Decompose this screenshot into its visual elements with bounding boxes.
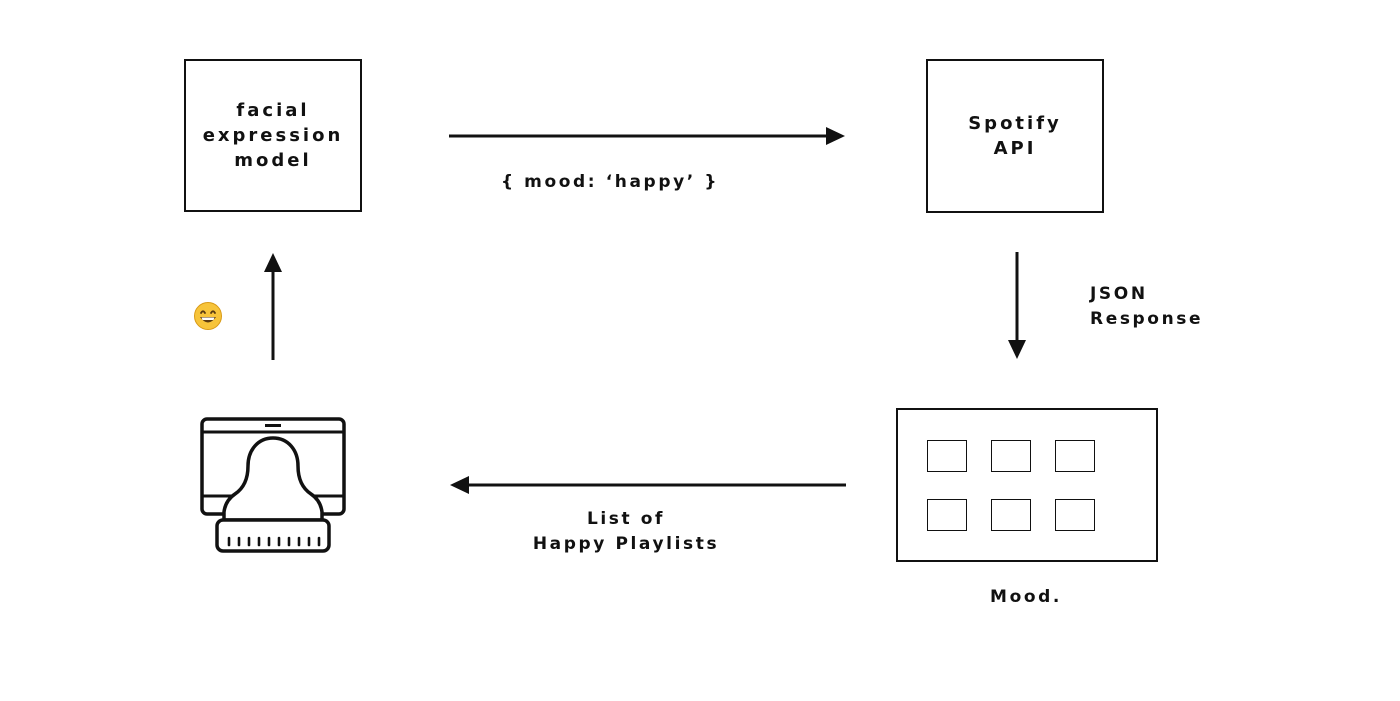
spotify-api-label: Spotify API (968, 113, 1062, 159)
facial-expression-model-box: facial expression model (184, 59, 362, 212)
app-tile (1055, 499, 1095, 531)
app-tile (991, 440, 1031, 472)
arrow-user-to-model (264, 253, 282, 360)
user-at-computer-icon (200, 417, 346, 553)
app-tile (927, 440, 967, 472)
spotify-api-box: Spotify API (926, 59, 1104, 213)
app-tile (1055, 440, 1095, 472)
grinning-face-emoji-icon (194, 302, 222, 330)
app-tile (991, 499, 1031, 531)
arrow-app-to-user (450, 476, 846, 494)
facial-expression-model-label: facial expression model (202, 100, 344, 171)
mood-payload-label: { mood: ‘happy’ } (500, 172, 720, 192)
json-response-label: JSON Response (1090, 284, 1204, 329)
mood-app-caption: Mood. (990, 587, 1062, 607)
happy-playlists-label: List of Happy Playlists (532, 509, 720, 554)
mood-app-window (896, 408, 1158, 562)
arrow-spotify-to-app (1008, 252, 1026, 359)
app-tile (927, 499, 967, 531)
arrow-model-to-spotify (449, 127, 845, 145)
